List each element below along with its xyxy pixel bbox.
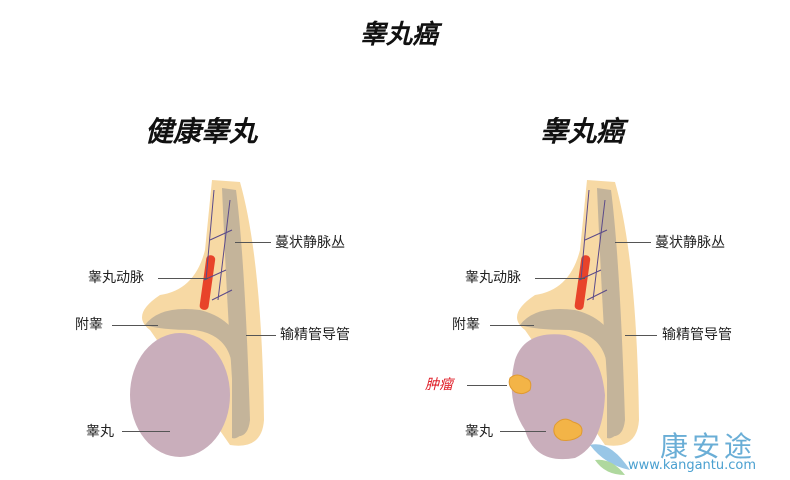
leader-line (535, 278, 585, 279)
healthy-panel-title: 健康睾丸 (145, 115, 258, 148)
label-epididymis-cancer: 附睾 (452, 317, 480, 333)
watermark-url: www.kangantu.com (628, 458, 757, 473)
leader-line (625, 335, 657, 336)
label-pampiniform-plexus-healthy: 蔓状静脉丛 (275, 235, 345, 251)
leader-line (615, 242, 651, 243)
leader-line (122, 431, 170, 432)
leader-line (246, 335, 276, 336)
leader-line (490, 325, 534, 326)
label-testicle-healthy: 睾丸 (86, 424, 114, 440)
healthy-testicle-diagram (130, 180, 264, 457)
label-testicular-artery-cancer: 睾丸动脉 (465, 270, 521, 286)
watermark-brand: 康安途 (660, 430, 757, 463)
cancer-testicle-diagram (508, 180, 639, 460)
label-pampiniform-plexus-cancer: 蔓状静脉丛 (655, 235, 725, 251)
leader-line (158, 278, 208, 279)
label-testicle-cancer: 睾丸 (465, 424, 493, 440)
label-epididymis-healthy: 附睾 (75, 317, 103, 333)
label-vas-deferens-cancer: 输精管导管 (662, 327, 732, 343)
leader-line (112, 325, 158, 326)
leader-line (500, 431, 546, 432)
page-title: 睾丸癌 (360, 20, 439, 50)
cancer-panel-title: 睾丸癌 (540, 115, 625, 148)
leader-line (467, 385, 507, 386)
label-vas-deferens-healthy: 输精管导管 (280, 327, 350, 343)
leader-line (235, 242, 271, 243)
watermark-leaf-icon (590, 444, 630, 475)
label-tumor: 肿瘤 (425, 377, 453, 393)
label-testicular-artery-healthy: 睾丸动脉 (88, 270, 144, 286)
